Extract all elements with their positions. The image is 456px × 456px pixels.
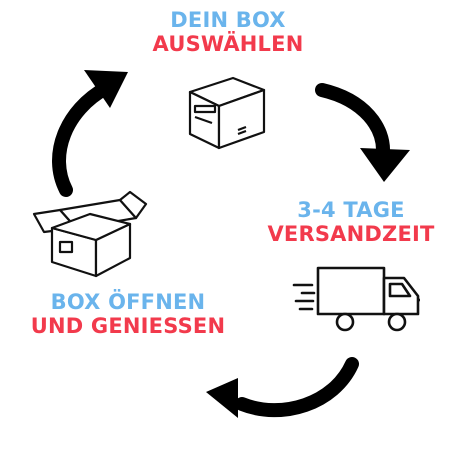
curved-arrow-down-icon bbox=[315, 83, 410, 182]
step-shipping-label: 3-4 TAGE VERSANDZEIT bbox=[256, 198, 446, 246]
closed-box-icon bbox=[188, 76, 266, 150]
step-shipping-line2: VERSANDZEIT bbox=[267, 222, 435, 246]
step-select-label: DEIN BOX AUSWÄHLEN bbox=[128, 8, 328, 56]
curved-arrow-up-icon bbox=[52, 70, 128, 197]
step-open-line2: UND GENIESSEN bbox=[30, 314, 226, 338]
step-select-line1: DEIN BOX bbox=[170, 8, 286, 32]
step-open-line1: BOX ÖFFNEN bbox=[50, 290, 206, 314]
step-open-label: BOX ÖFFNEN UND GENIESSEN bbox=[8, 290, 248, 338]
delivery-truck-icon bbox=[292, 266, 420, 332]
step-shipping-line1: 3-4 TAGE bbox=[297, 198, 405, 222]
open-box-icon bbox=[32, 190, 148, 278]
step-select-line2: AUSWÄHLEN bbox=[152, 32, 304, 56]
curved-arrow-left-icon bbox=[206, 357, 359, 418]
